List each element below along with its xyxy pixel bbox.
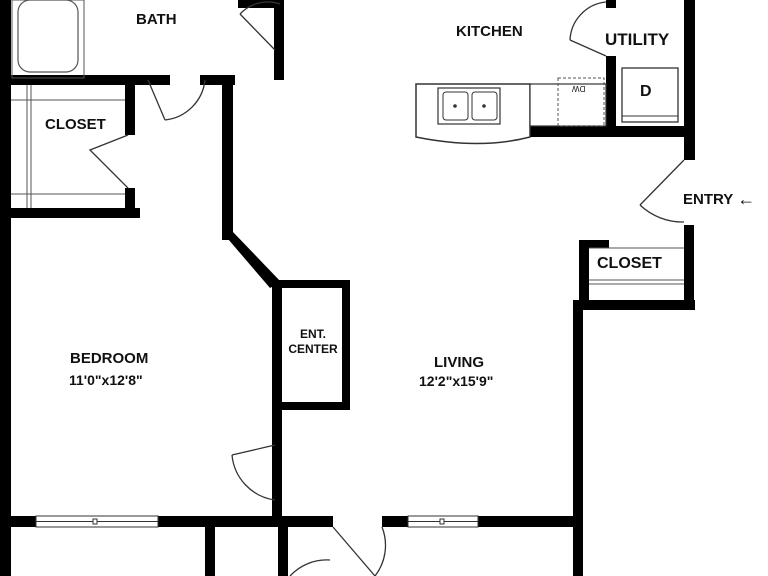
wall-ent-right [342, 280, 350, 410]
door-bath-arc [239, 1, 281, 15]
door-closet-left [88, 134, 129, 189]
wall-ent-bottom [275, 402, 350, 410]
walls [0, 0, 695, 576]
bathtub-basin [17, 0, 79, 73]
room-label-utility: UTILITY [605, 30, 670, 49]
door-bedroom-leaf [231, 444, 276, 456]
wall-ent-top [275, 280, 347, 288]
door-bottom-arc [374, 526, 387, 576]
wall-angled [222, 232, 281, 288]
fixture-dryer-label: D [640, 83, 652, 100]
wall-left-exterior [0, 0, 11, 576]
wall-bottom-living-left [278, 516, 333, 527]
window-living-mullion [439, 518, 445, 525]
wall-bath-top-right [238, 0, 284, 8]
wall-right-lower [573, 302, 583, 522]
door-bedroom-arc [231, 454, 276, 501]
wall-bottom-living-mid [382, 516, 410, 527]
fixture-dishwasher-label: DW [572, 84, 586, 93]
door-entry-arc [639, 204, 685, 223]
sink-drain-left [453, 104, 457, 108]
ent-center-line2: CENTER [288, 342, 338, 356]
door-bottom-leaf [332, 526, 376, 576]
doors [88, 1, 685, 576]
wall-closet-right-upper [125, 80, 135, 135]
wall-right-exterior-upper [684, 0, 695, 160]
sink-drain-right [482, 104, 486, 108]
kitchen-sink-basin-left [442, 91, 469, 121]
wall-closet-right-lower [125, 188, 135, 216]
room-label-bedroom: BEDROOM [70, 350, 149, 367]
entry-text: ENTRY [683, 191, 734, 208]
wall-right-exterior-lower [684, 225, 694, 310]
room-label-bath: BATH [136, 11, 177, 28]
wall-bottom-mid [155, 516, 285, 527]
wall-stub-c [573, 520, 583, 576]
door-entry-leaf [639, 159, 685, 206]
room-dim-bedroom: 11'0"x12'8" [69, 372, 143, 388]
room-label-closet-left: CLOSET [45, 116, 106, 133]
wall-closet-left [579, 240, 589, 304]
door-bottom-left-arc [289, 559, 331, 576]
room-label-kitchen: KITCHEN [456, 23, 523, 40]
kitchen-sink-basin-right [471, 91, 498, 121]
wall-closet-top [579, 240, 609, 248]
room-label-ent-center: ENT. CENTER [288, 327, 338, 357]
wall-bath-right [274, 0, 284, 80]
entry-arrow-icon: ← [737, 189, 756, 209]
room-label-closet-right: CLOSET [597, 255, 662, 272]
wall-closet-bottom [0, 208, 140, 218]
dryer [621, 67, 679, 123]
kitchen-counter [415, 83, 531, 145]
wall-stub-b [278, 520, 288, 576]
door-hall-leaf [147, 79, 166, 121]
window-bedroom-mullion [92, 518, 98, 525]
wall-bottom-right [475, 516, 583, 527]
wall-divider-upper [222, 80, 233, 240]
windows [35, 515, 479, 528]
room-label-living: LIVING [434, 354, 485, 371]
door-bath-leaf [239, 13, 276, 51]
wall-bath-bottom [0, 75, 170, 85]
ent-center-line1: ENT. [299, 327, 326, 341]
door-hall-arc [164, 79, 206, 121]
door-utility-leaf [569, 39, 607, 57]
room-label-entry: ENTRY ← [683, 188, 755, 209]
wall-utility-top-stub [606, 0, 616, 8]
bathtub [11, 0, 85, 79]
kitchen-sink [437, 87, 501, 125]
dishwasher [557, 77, 605, 127]
counter-right [529, 83, 607, 127]
door-utility-arc [569, 1, 607, 41]
wall-right-closet-bottom [573, 300, 695, 310]
wall-utility-left [606, 56, 616, 132]
wall-bottom-left [0, 516, 38, 527]
wall-stub-a [205, 520, 215, 576]
room-dim-living: 12'2"x15'9" [419, 373, 494, 389]
wall-hall-top [200, 75, 235, 85]
